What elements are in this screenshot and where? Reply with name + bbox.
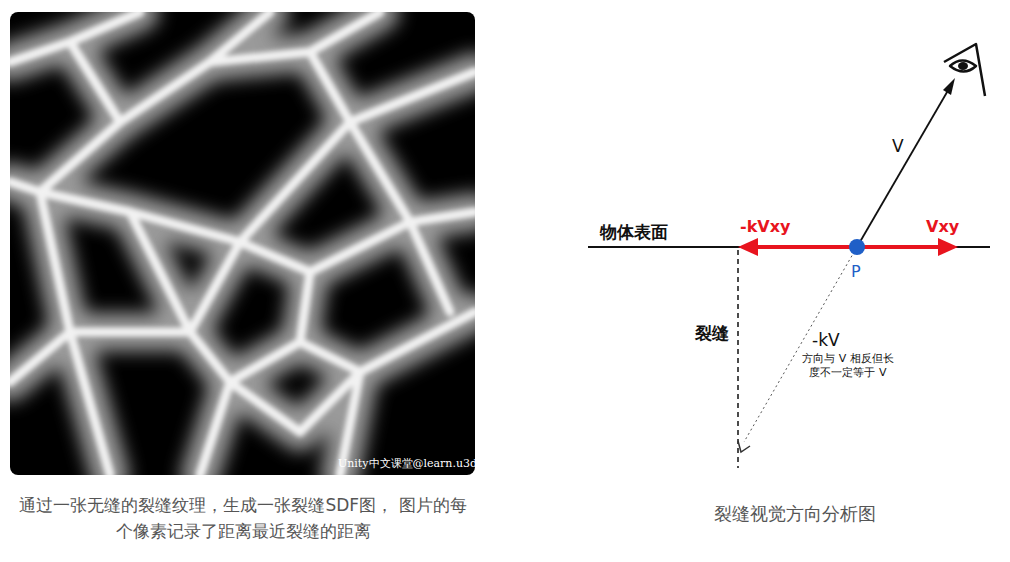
point-label: P — [851, 262, 861, 281]
figure-caption: 裂缝视觉方向分析图 — [690, 502, 900, 526]
crack-glow — [10, 12, 475, 475]
eye-icon — [944, 44, 985, 96]
minus-kv-line — [744, 247, 857, 442]
point-p — [849, 239, 865, 255]
figure-caption: 通过一张无缝的裂缝纹理，生成一张裂缝SDF图， 图片的每个像素记录了距离最近裂缝… — [12, 492, 474, 544]
vector-label: -kVxy — [740, 217, 790, 236]
vector-label: Vxy — [926, 217, 959, 236]
watermark: Unity中文课堂@learn.u3d.cn — [338, 456, 494, 471]
sdf-texture — [10, 12, 475, 475]
crack-label: 裂缝 — [695, 322, 729, 345]
v-head — [943, 78, 955, 95]
vxy-arrow — [857, 245, 941, 249]
minus-kvxy-arrow — [754, 245, 857, 249]
minus-kvxy-head — [738, 238, 758, 256]
note: 方向与 V 相反但长 度不一定等于 V — [800, 352, 896, 380]
sdf-ground — [10, 12, 475, 475]
surface-line — [588, 246, 990, 248]
crack-line — [737, 250, 739, 468]
vector-label: V — [892, 136, 904, 156]
vxy-head — [938, 238, 958, 256]
crack-core — [10, 12, 475, 475]
surface-label: 物体表面 — [600, 221, 668, 244]
vector-label: -kV — [812, 330, 840, 350]
minus-kv-head — [738, 441, 750, 452]
